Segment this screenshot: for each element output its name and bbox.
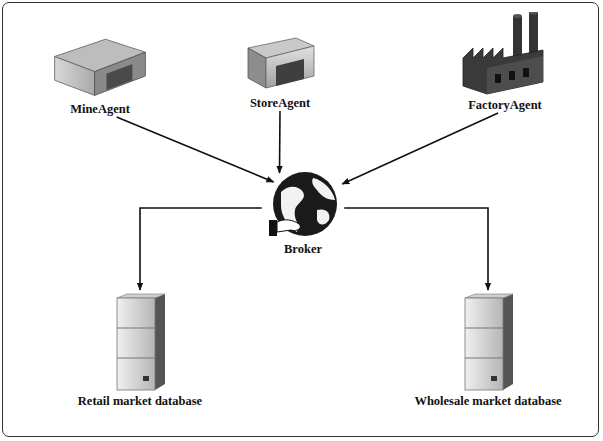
node-label: MineAgent <box>31 102 169 117</box>
arrow-connector <box>342 113 498 184</box>
agent-node: Retail market database <box>51 290 229 409</box>
node-label: FactoryAgent <box>436 98 574 113</box>
agent-node: Wholesale market database <box>394 290 582 409</box>
node-label: StoreAgent <box>226 96 334 111</box>
server-icon <box>111 290 169 394</box>
agent-node: StoreAgent <box>226 24 334 111</box>
arrow-connector <box>117 117 274 182</box>
agent-node: Broker <box>254 170 352 257</box>
node-label: Broker <box>254 242 352 257</box>
arrow-connector <box>140 208 262 290</box>
arrow-connector <box>344 208 488 290</box>
globe-icon <box>267 170 339 242</box>
node-label: Retail market database <box>51 394 229 409</box>
store-icon <box>238 24 322 96</box>
node-label: Wholesale market database <box>394 394 582 409</box>
server-icon <box>459 290 517 394</box>
arrow-connector <box>279 111 281 173</box>
building-icon <box>46 24 154 102</box>
agent-node: FactoryAgent <box>436 12 574 113</box>
factory-icon <box>457 12 553 98</box>
agent-node: MineAgent <box>31 24 169 117</box>
